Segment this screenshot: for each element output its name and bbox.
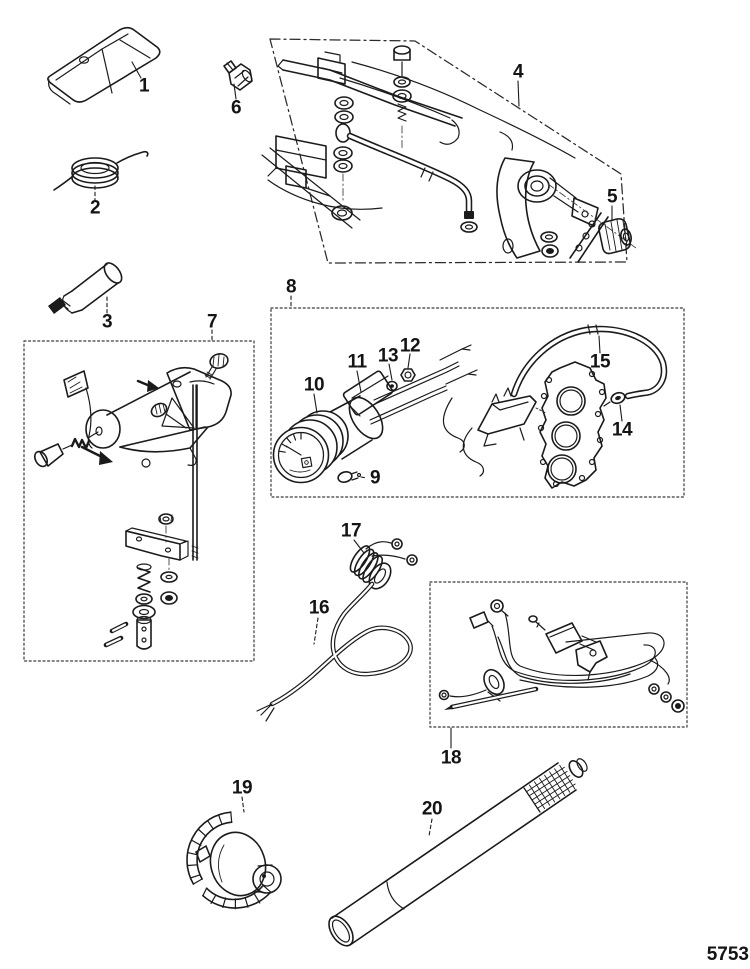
part-5-knurled-knob <box>598 218 632 255</box>
part-6-fitting <box>223 60 253 91</box>
part-17-grommet <box>349 538 418 590</box>
part-3-sealant-tube <box>48 262 123 314</box>
part-13-small-nut <box>386 380 398 392</box>
part-15-hose <box>510 324 668 400</box>
part-12-nut <box>400 368 416 382</box>
part-20-handle-tube <box>328 758 588 947</box>
cylinder-head <box>537 361 607 489</box>
part-16-cable <box>256 581 413 722</box>
part-19-flush-device <box>186 811 282 910</box>
part-9-bulb <box>337 471 362 483</box>
part-2-lanyard-coil <box>53 150 149 191</box>
group-box-4 <box>261 38 637 264</box>
part-14-hose-fitting <box>603 391 626 407</box>
part-1-tool-bag <box>47 26 161 105</box>
callout-leader-lines <box>94 61 623 837</box>
group-box-8 <box>270 307 685 498</box>
group-box-18 <box>429 581 688 728</box>
drawing-number: 5753 <box>706 944 749 965</box>
group-box-7 <box>23 340 255 662</box>
